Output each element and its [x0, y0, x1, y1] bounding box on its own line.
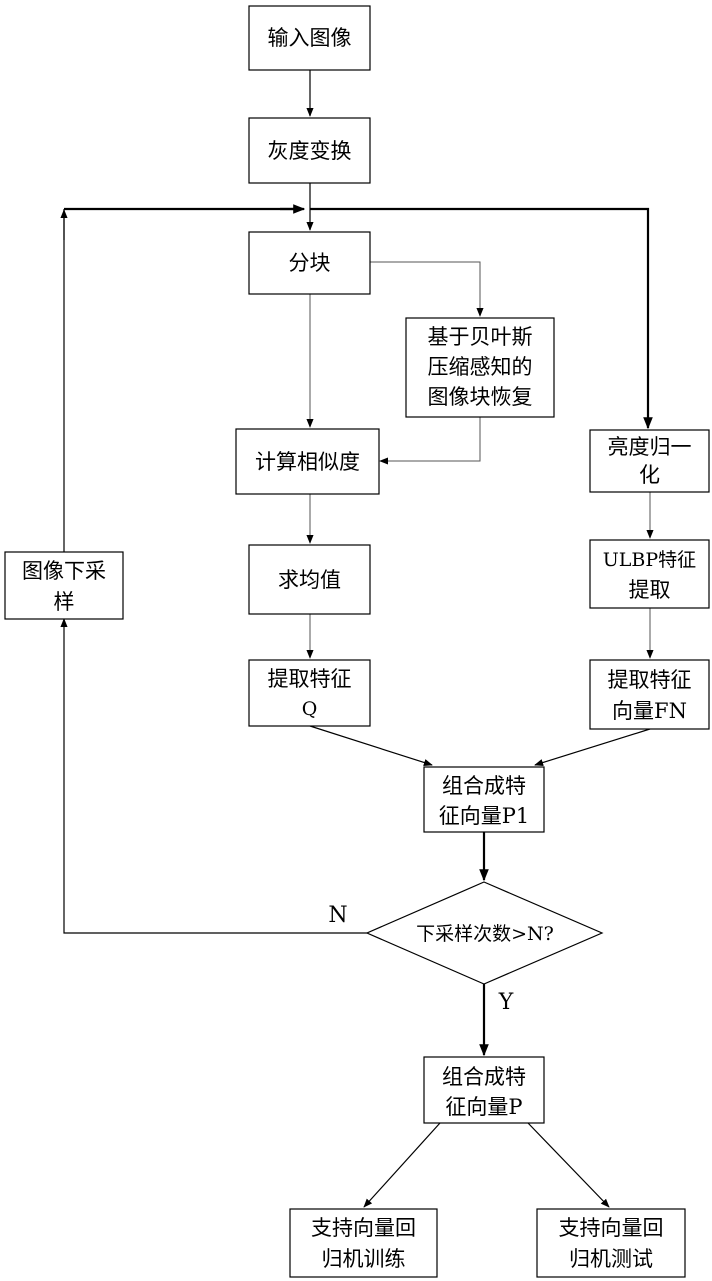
node-combine-p1-line1: 组合成特 — [442, 774, 526, 798]
node-feature-fn: 提取特征 向量FN — [590, 660, 709, 729]
node-image-downsample-line1: 图像下采 — [22, 559, 106, 583]
edge-block-bayes — [370, 262, 480, 316]
node-combine-p-line2: 征向量P — [445, 1095, 522, 1119]
node-input-image-label: 输入图像 — [268, 26, 352, 50]
edge-featq-combine1 — [310, 726, 432, 765]
node-brightness-normalize: 亮度归一 化 — [590, 430, 709, 492]
node-mean: 求均值 — [249, 545, 370, 614]
node-brightness-normalize-line1: 亮度归一 — [608, 435, 692, 459]
node-ulbp-extract: ULBP特征 提取 — [590, 540, 709, 608]
node-svr-test-line1: 支持向量回 — [559, 1216, 664, 1240]
node-combine-p1: 组合成特 征向量P1 — [424, 767, 544, 832]
node-bayes-recovery-line3: 图像块恢复 — [428, 385, 533, 409]
node-gray-transform-label: 灰度变换 — [268, 139, 352, 163]
node-combine-p: 组合成特 征向量P — [424, 1057, 544, 1123]
node-brightness-normalize-line2: 化 — [639, 463, 660, 487]
node-compute-similarity-label: 计算相似度 — [255, 450, 360, 474]
node-block-split-label: 分块 — [289, 251, 331, 275]
node-mean-label: 求均值 — [278, 568, 341, 592]
node-bayes-recovery-line1: 基于贝叶斯 — [428, 325, 533, 349]
node-feature-q-line2: Q — [302, 698, 318, 720]
node-block-split: 分块 — [249, 232, 370, 294]
node-downsample-decision-label: 下采样次数>N? — [416, 923, 554, 945]
edge-combine2-train — [364, 1123, 440, 1207]
node-input-image: 输入图像 — [249, 6, 370, 70]
node-feature-q-line1: 提取特征 — [268, 667, 352, 691]
node-bayes-recovery-line2: 压缩感知的 — [428, 355, 533, 379]
node-svr-test: 支持向量回 归机测试 — [537, 1209, 685, 1277]
node-combine-p-line1: 组合成特 — [442, 1065, 526, 1089]
node-combine-p1-line2: 征向量P1 — [439, 804, 530, 828]
node-ulbp-extract-line2: 提取 — [629, 578, 671, 602]
node-gray-transform: 灰度变换 — [249, 118, 370, 183]
node-feature-q: 提取特征 Q — [249, 660, 370, 726]
node-svr-train-line1: 支持向量回 — [311, 1216, 416, 1240]
edge-label-yes: Y — [498, 990, 514, 1015]
edge-featfn-combine1 — [535, 729, 650, 765]
node-image-downsample: 图像下采 样 — [5, 552, 123, 619]
node-svr-train-line2: 归机训练 — [322, 1247, 406, 1271]
edge-combine2-test — [528, 1123, 609, 1207]
node-bayes-recovery: 基于贝叶斯 压缩感知的 图像块恢复 — [406, 318, 554, 417]
node-svr-train: 支持向量回 归机训练 — [290, 1209, 437, 1277]
edge-bayes-similarity — [380, 417, 480, 461]
node-compute-similarity: 计算相似度 — [236, 429, 379, 494]
node-image-downsample-line2: 样 — [54, 590, 75, 614]
node-ulbp-extract-line1: ULBP特征 — [603, 549, 696, 571]
node-svr-test-line2: 归机测试 — [569, 1247, 653, 1271]
node-feature-fn-line2: 向量FN — [612, 699, 687, 723]
edge-label-no: N — [328, 903, 347, 928]
node-downsample-decision: 下采样次数>N? — [367, 882, 602, 984]
node-feature-fn-line1: 提取特征 — [608, 668, 692, 692]
